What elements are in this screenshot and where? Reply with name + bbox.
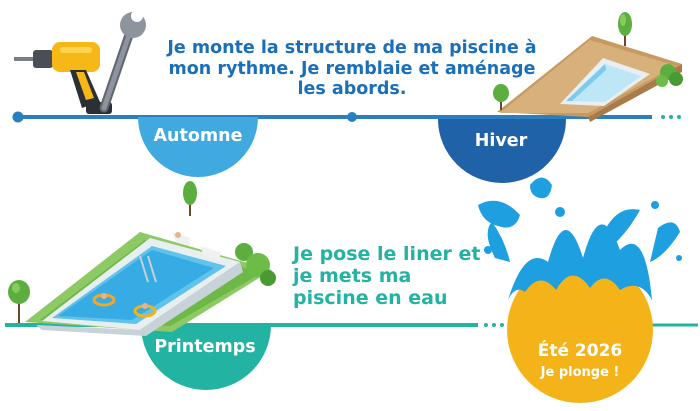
top-timeline bbox=[12, 111, 681, 123]
pool-illustration bbox=[25, 232, 272, 336]
winter-half-disc bbox=[438, 119, 566, 183]
lounger-icon bbox=[172, 232, 220, 260]
splash-icon bbox=[478, 177, 682, 300]
wrench-icon bbox=[99, 10, 146, 113]
tree-icon bbox=[8, 280, 30, 323]
season-label-winter: Hiver bbox=[474, 131, 528, 151]
season-label-summer: Été 2026 bbox=[537, 341, 623, 361]
spring-half-disc bbox=[141, 325, 271, 390]
bush-icon bbox=[235, 243, 276, 286]
drill-icon bbox=[14, 42, 112, 114]
bush-icon bbox=[656, 64, 683, 87]
step-spring-caption: Je pose le liner et je mets ma piscine e… bbox=[293, 243, 481, 309]
tree-icon bbox=[618, 12, 632, 46]
tree-icon bbox=[183, 181, 197, 216]
season-summer-subtitle: Je plonge ! bbox=[540, 365, 620, 380]
tree-icon bbox=[493, 84, 509, 110]
season-label-autumn: Automne bbox=[153, 126, 243, 146]
season-label-spring: Printemps bbox=[154, 337, 256, 357]
step-autumn-caption: Je monte la structure de ma piscine à mo… bbox=[167, 38, 537, 100]
autumn-half-disc bbox=[138, 117, 258, 177]
summer-circle bbox=[507, 257, 653, 403]
